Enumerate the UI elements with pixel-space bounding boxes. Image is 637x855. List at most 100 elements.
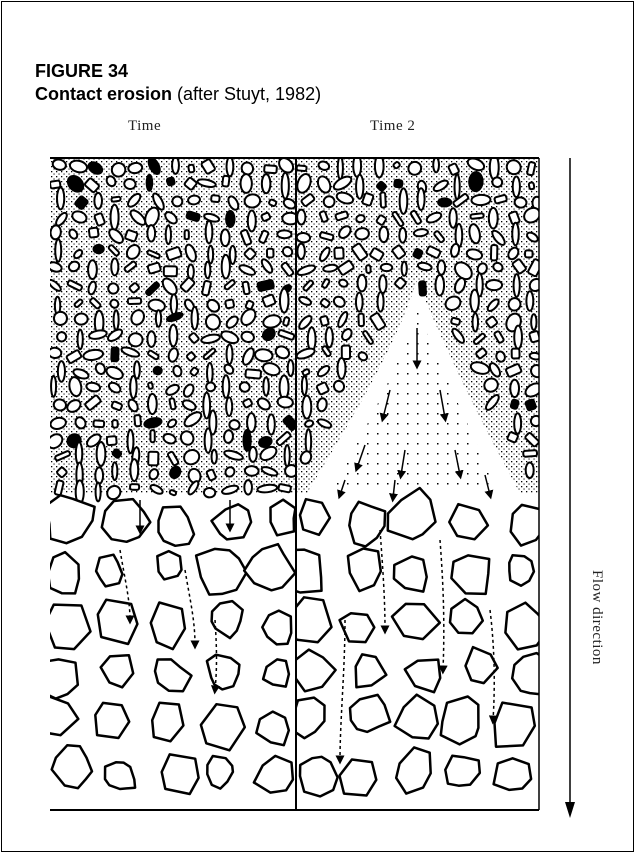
coarse-grain bbox=[271, 500, 296, 536]
fine-grain bbox=[205, 262, 210, 279]
fine-grain bbox=[50, 225, 61, 240]
fine-grain bbox=[205, 428, 212, 452]
fine-grain bbox=[188, 165, 194, 173]
fine-grain bbox=[94, 245, 104, 253]
fine-grain bbox=[51, 376, 56, 397]
fine-grain bbox=[529, 182, 535, 189]
fine-grain bbox=[225, 299, 234, 308]
fine-grain bbox=[449, 208, 456, 228]
coarse-grain bbox=[105, 762, 135, 789]
fine-grain bbox=[111, 205, 119, 230]
coarse-grain bbox=[256, 712, 289, 746]
fine-grain bbox=[268, 414, 275, 434]
coarse-grain bbox=[151, 603, 185, 650]
fine-grain bbox=[241, 174, 252, 193]
fine-grain bbox=[111, 258, 118, 275]
fine-grain bbox=[280, 376, 289, 400]
fine-grain bbox=[261, 212, 271, 221]
fine-grain bbox=[147, 331, 155, 347]
fine-grain bbox=[164, 266, 177, 276]
coarse-grain bbox=[46, 495, 95, 543]
fine-grain bbox=[227, 157, 234, 176]
fine-grain bbox=[167, 177, 176, 186]
fine-grain bbox=[130, 376, 136, 398]
fine-grain bbox=[242, 281, 250, 294]
fine-grain bbox=[358, 314, 364, 327]
coarse-grain bbox=[340, 760, 377, 796]
fine-grain bbox=[358, 275, 367, 292]
fine-grain bbox=[114, 310, 119, 330]
fine-grain bbox=[48, 347, 62, 358]
fine-grain bbox=[57, 332, 66, 342]
coarse-grain bbox=[254, 756, 293, 793]
coarse-grain bbox=[300, 757, 338, 797]
fine-grain bbox=[148, 394, 157, 414]
coarse-grain bbox=[196, 549, 247, 595]
fine-grain bbox=[282, 173, 289, 199]
fine-grain bbox=[451, 317, 461, 325]
fine-grain bbox=[206, 221, 213, 243]
caption-source: (after Stuyt, 1982) bbox=[172, 84, 321, 104]
fine-grain bbox=[128, 298, 141, 304]
fine-grain bbox=[510, 380, 519, 397]
fine-grain bbox=[526, 462, 534, 478]
fine-grain bbox=[523, 450, 537, 457]
fine-grain bbox=[473, 313, 479, 331]
fine-grain bbox=[512, 223, 519, 246]
coarse-grain bbox=[152, 703, 183, 742]
coarse-grain bbox=[48, 552, 79, 593]
coarse-grain bbox=[509, 555, 534, 585]
fine-grain bbox=[74, 313, 88, 325]
fine-grain bbox=[514, 326, 522, 349]
coarse-grain bbox=[52, 745, 92, 788]
fine-grain bbox=[379, 275, 386, 293]
fine-grain bbox=[222, 255, 230, 279]
fine-grain bbox=[510, 399, 519, 409]
coarse-grain bbox=[451, 555, 489, 594]
fine-grain bbox=[400, 188, 408, 214]
caption-title: Contact erosion bbox=[35, 84, 172, 104]
fine-grain bbox=[433, 157, 439, 172]
fine-grain bbox=[208, 246, 213, 264]
coarse-grain bbox=[300, 499, 330, 535]
fine-grain bbox=[88, 260, 97, 279]
fine-grain bbox=[223, 430, 233, 443]
fine-grain bbox=[470, 290, 478, 312]
fine-grain bbox=[147, 175, 153, 191]
coarse-grain bbox=[155, 659, 192, 691]
fine-grain bbox=[356, 293, 363, 312]
fine-grain bbox=[93, 420, 104, 427]
coarse-grain bbox=[396, 747, 431, 793]
fine-grain bbox=[243, 430, 250, 451]
fine-grain bbox=[148, 382, 153, 389]
fine-grain bbox=[212, 450, 217, 464]
coarse-grain bbox=[95, 703, 129, 738]
coarse-grain bbox=[394, 557, 427, 592]
fine-grain bbox=[125, 230, 138, 242]
fine-grain bbox=[438, 198, 451, 206]
coarse-grain bbox=[495, 703, 535, 747]
fine-grain bbox=[436, 275, 445, 296]
fine-grain bbox=[379, 227, 388, 243]
fine-grain bbox=[206, 382, 215, 391]
fine-grain bbox=[112, 462, 117, 480]
fine-grain bbox=[226, 211, 234, 227]
coarse-grain bbox=[45, 659, 78, 698]
fine-grain bbox=[147, 225, 155, 241]
coarse-grain bbox=[45, 605, 90, 650]
fine-grain bbox=[227, 345, 233, 364]
fine-grain bbox=[130, 459, 138, 481]
fine-grain bbox=[263, 377, 269, 395]
fine-grain bbox=[248, 211, 256, 232]
fine-grain bbox=[285, 445, 290, 466]
fine-grain bbox=[418, 188, 425, 210]
fine-grain bbox=[338, 156, 343, 179]
fine-grain bbox=[191, 307, 197, 330]
fine-grain bbox=[296, 165, 306, 171]
fine-grain bbox=[78, 330, 83, 350]
fine-grain bbox=[283, 317, 290, 326]
flow-direction-arrow bbox=[565, 158, 575, 818]
fine-grain bbox=[486, 280, 502, 290]
coarse-grain bbox=[207, 756, 233, 789]
coarse-grain bbox=[494, 758, 531, 790]
